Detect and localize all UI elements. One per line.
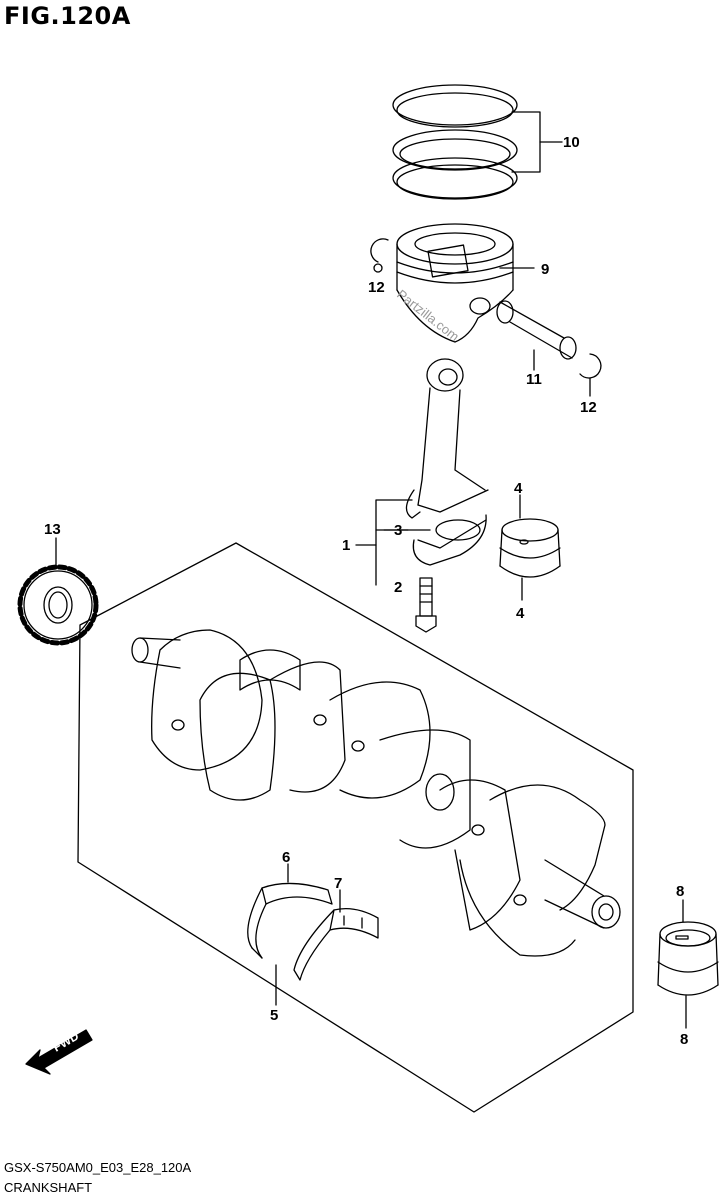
callout-8: 8 <box>676 883 684 900</box>
callout-leader-1 <box>375 499 413 586</box>
piston[interactable] <box>396 223 514 343</box>
piston-pin-circlip[interactable] <box>370 238 389 273</box>
piston-pin[interactable] <box>496 300 577 360</box>
piston-rings[interactable] <box>392 84 518 200</box>
callout-7: 7 <box>334 875 342 892</box>
connecting-rod-bolt[interactable] <box>415 577 437 633</box>
figure-code: GSX-S750AM0_E03_E28_120A <box>4 1160 192 1175</box>
connecting-rod[interactable] <box>405 358 489 566</box>
crankshaft-thrust-bearing[interactable] <box>293 907 379 981</box>
callout-4: 4 <box>516 605 525 622</box>
crankshaft-end-bearing[interactable] <box>657 921 719 996</box>
callout-1: 1 <box>342 537 350 554</box>
watermark-text: Partzilla.com <box>394 287 462 345</box>
callout-13: 13 <box>44 521 61 538</box>
crankshaft-main-bearing[interactable] <box>247 882 333 959</box>
callout-2: 2 <box>394 579 402 596</box>
callout-9: 9 <box>541 261 549 278</box>
callout-6: 6 <box>282 849 290 866</box>
figure-title: FIG.120A <box>4 2 131 30</box>
piston-pin-circlip[interactable] <box>579 353 602 379</box>
crankshaft-sprocket[interactable] <box>17 564 99 646</box>
connecting-rod-bearing[interactable] <box>499 518 561 578</box>
callout-5: 5 <box>270 1007 278 1024</box>
crankshaft[interactable] <box>131 629 621 957</box>
callout-leader-10 <box>511 111 541 173</box>
forward-direction-arrow <box>25 1029 93 1075</box>
callout-12: 12 <box>368 279 385 296</box>
callout-11: 11 <box>526 371 542 388</box>
callout-12: 12 <box>580 399 597 416</box>
assembly-boundary <box>77 542 634 1113</box>
callout-10: 10 <box>563 134 580 151</box>
callout-4: 4 <box>514 480 523 497</box>
figure-name: CRANKSHAFT <box>4 1180 93 1195</box>
callout-8: 8 <box>680 1031 688 1048</box>
callout-3: 3 <box>394 522 402 539</box>
